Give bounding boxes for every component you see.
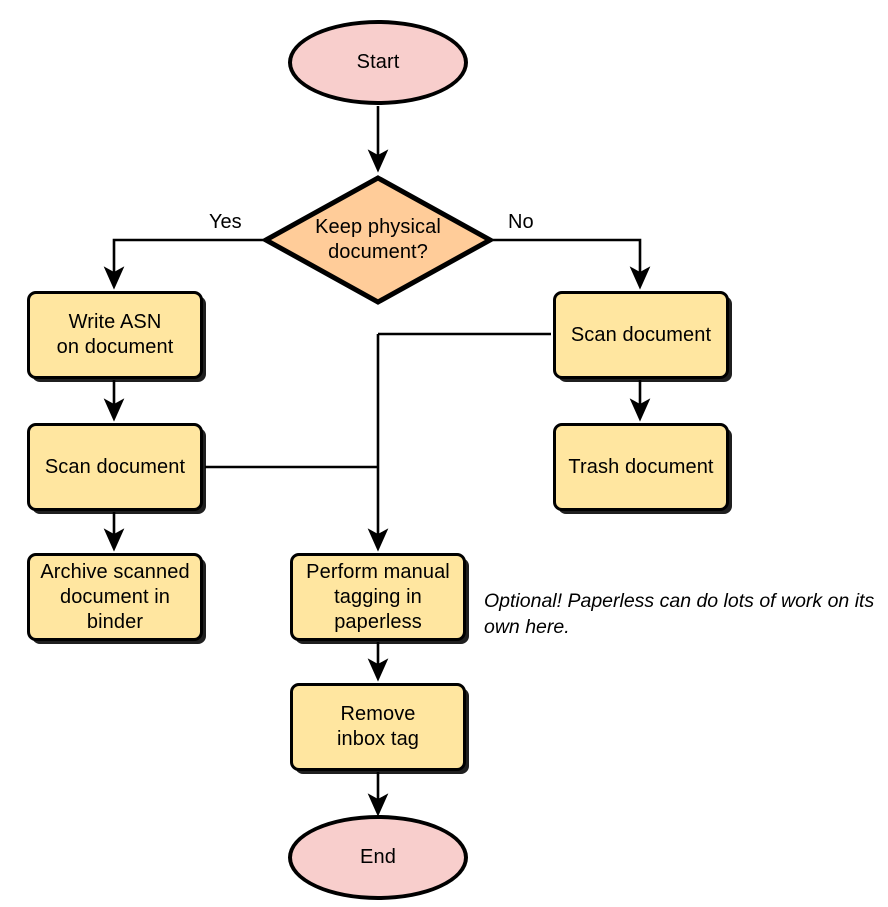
edge-label-no: No	[508, 211, 534, 233]
node-archive-label: Archive scanned document in binder	[40, 560, 190, 633]
node-scan-document-left-label: Scan document	[44, 455, 186, 478]
node-scan-document-right[interactable]: Scan document	[553, 291, 729, 379]
node-start[interactable]: Start	[288, 20, 468, 105]
node-write-asn-on-document[interactable]: Write ASN on document	[27, 291, 203, 379]
node-end[interactable]: End	[288, 815, 468, 900]
diamond-shape	[263, 175, 493, 305]
node-write-asn-label: Write ASN on document	[56, 311, 174, 358]
node-trash-document-label: Trash document	[568, 455, 714, 478]
edge-decision-no-to-scan-right	[493, 238, 651, 290]
node-perform-manual-tagging[interactable]: Perform manual tagging in paperless	[290, 553, 466, 641]
node-remove-inbox-tag-label: Remove inbox tag	[336, 703, 420, 750]
edge-decision-yes-to-write-asn	[103, 238, 263, 290]
edge-label-yes: Yes	[209, 211, 242, 233]
node-trash-document[interactable]: Trash document	[553, 423, 729, 511]
node-scan-document-right-label: Scan document	[570, 323, 712, 346]
annotation-optional-note: Optional! Paperless can do lots of work …	[484, 590, 875, 638]
node-manual-tagging-label: Perform manual tagging in paperless	[306, 560, 450, 633]
node-scan-document-left[interactable]: Scan document	[27, 423, 203, 511]
node-remove-inbox-tag[interactable]: Remove inbox tag	[290, 683, 466, 771]
node-archive-scanned-document[interactable]: Archive scanned document in binder	[27, 553, 203, 641]
node-decision-keep-physical-document[interactable]: Keep physical document?	[263, 175, 493, 305]
node-start-label: Start	[356, 51, 400, 73]
node-end-label: End	[360, 846, 396, 868]
